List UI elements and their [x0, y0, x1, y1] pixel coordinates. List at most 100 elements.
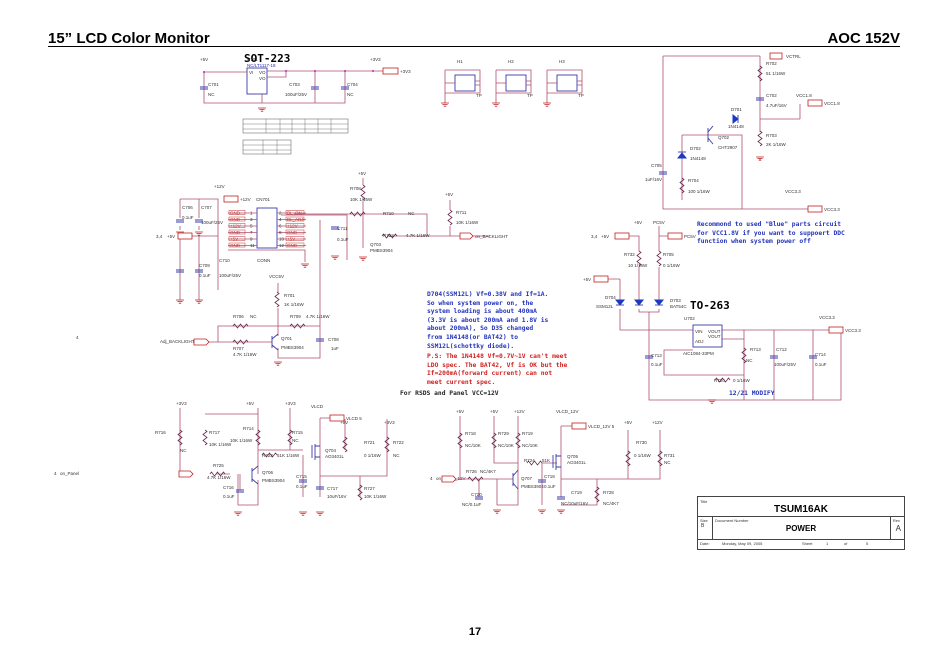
value-r730: 0 1/16W	[634, 453, 652, 458]
port-12v-label: +12V	[240, 197, 251, 202]
value-q705: AO3401L	[567, 460, 587, 465]
rail-5v-b: +5V	[358, 171, 366, 176]
vcc18-block: VCTRL R702 51 1/16W C702 4.7uF/16V D701 …	[645, 52, 840, 213]
note-d704-explanation: D704(SSM12L) Vf=0.38V and If=1A. So when…	[427, 291, 549, 350]
date-label: Date:	[700, 541, 710, 546]
u701-ic	[246, 67, 268, 95]
label-r711: R711	[456, 210, 467, 215]
rail-5v-g: +5V	[456, 409, 464, 414]
connector-pin-name: GND	[230, 211, 241, 216]
label-c720: C720	[471, 492, 482, 497]
value-r705: 0 1/16W	[663, 263, 681, 268]
sheets-value: 5	[866, 541, 869, 546]
connector-pin-number: 9	[250, 237, 253, 242]
pin-vo: VO	[259, 70, 266, 75]
rail-vlcd: VLCD	[311, 404, 324, 409]
value-r721: 0 1/16W	[364, 453, 382, 458]
model-name: AOC 152V	[827, 30, 900, 47]
pin-vo2: VO	[259, 76, 266, 81]
label-r708: R708	[350, 186, 361, 191]
label-c713: C713	[651, 353, 662, 358]
value-c719: NC/10uF/16V	[561, 501, 588, 506]
label-r719: R719	[522, 431, 533, 436]
connector-pin-number: 5	[250, 224, 253, 229]
port-5v-c	[593, 275, 609, 283]
port-on-backlight-label: on_BACKLIGHT	[475, 234, 508, 239]
port-vlcd-12v	[571, 422, 587, 430]
connector-pin-number: 11	[250, 243, 255, 248]
value-c702: 4.7uF/16V	[766, 103, 787, 108]
on-panel-12v-block: +5V +5V +12V VLCD_12V +5V +12V 4 on_Pane…	[430, 409, 675, 514]
value-q706: PMBS3904	[262, 478, 285, 483]
label-q705: Q705	[567, 454, 579, 459]
label-r728: R728	[603, 490, 614, 495]
rail-5v-f: +5V	[340, 420, 348, 425]
label-r701: R701	[284, 293, 295, 298]
value-r731: NC	[664, 460, 671, 465]
rev-label: Rev	[892, 518, 900, 523]
docnum-label: Document Number	[715, 518, 749, 523]
connector-pin-name: GND	[230, 243, 241, 248]
value-d701: 1N4148	[728, 124, 744, 129]
value-r709: 4.7K 1/16W	[306, 314, 330, 319]
adj-backlight-block: 4 Adj_BACKLIGHT VCC5V R701 1K 1/16W R706…	[76, 220, 339, 366]
size-label: Size	[700, 518, 708, 523]
label-h3: H3	[559, 59, 565, 64]
label-c705: C705	[651, 163, 662, 168]
value-r715: NC	[292, 438, 299, 443]
document-title: 15” LCD Color Monitor	[48, 30, 210, 47]
label-r712: R712	[383, 233, 394, 238]
port-adj-label: Adj_BACKLIGHT	[160, 339, 195, 344]
port-vlcd-12v-label: VLCD_12V 5	[588, 424, 615, 429]
value-c712: 100uF/25V	[774, 362, 796, 367]
value-c709: 0.1uF	[199, 273, 211, 278]
label-c709: C709	[199, 263, 210, 268]
label-r722: R722	[393, 440, 404, 445]
label-conn: CONN	[257, 258, 270, 263]
value-r720: 0 1/16W	[733, 378, 751, 383]
value-c706: 0.1uF	[182, 215, 194, 220]
value-r701: 1K 1/16W	[284, 302, 305, 307]
value-c715: 0.1uF	[296, 484, 308, 489]
connector-pin-name: +12V	[287, 224, 298, 229]
rail-3v3-c: +3V3	[285, 401, 296, 406]
label-r720: R720	[714, 378, 725, 383]
port-vctrl	[769, 52, 783, 60]
label-r731: R731	[664, 453, 675, 458]
connector-pin-number: 7	[250, 230, 253, 235]
label-r705: R705	[663, 252, 674, 257]
label-c710: C710	[219, 258, 230, 263]
label-5v-c: +5V	[583, 277, 591, 282]
rail-vcc33: VCC3.3	[785, 189, 801, 194]
value-r703: 2K 1/16W	[766, 142, 787, 147]
label-r724: R724	[524, 458, 535, 463]
label-u701: U701	[247, 57, 258, 62]
value-c720: NC/0.1uF	[462, 502, 482, 507]
label-d701: D701	[731, 107, 742, 112]
label-tp1: TP	[476, 93, 482, 98]
label-four-b: 4	[54, 471, 57, 476]
label-q701: Q701	[281, 336, 293, 341]
label-tp2: TP	[527, 93, 533, 98]
connector-pin-name: GND	[287, 230, 298, 235]
connector-pin-name: +5V	[230, 237, 238, 242]
port-12v	[223, 195, 239, 203]
label-h2: H2	[508, 59, 514, 64]
value-c705: 1uF/16V	[645, 177, 662, 182]
label-c717: C717	[327, 486, 338, 491]
port-vlcd-label: VLCD 5	[346, 416, 362, 421]
value-c714: 0.1uF	[815, 362, 827, 367]
label-r707: R707	[233, 346, 244, 351]
label-in-5v: +5V	[167, 234, 175, 239]
label-r706: R706	[233, 314, 244, 319]
rail-5v-h: +5V	[490, 409, 498, 414]
package-to263: TO-263	[690, 299, 730, 312]
title-label: Title	[700, 499, 708, 504]
pin-adj: ADJ	[695, 339, 704, 344]
label-four-c: 4	[430, 476, 433, 481]
port-5v-b	[614, 232, 630, 240]
connector-pin-number: 3	[250, 217, 253, 222]
value-q703: PMBS3904	[370, 248, 393, 253]
package-sot223: SOT-223	[244, 52, 290, 65]
